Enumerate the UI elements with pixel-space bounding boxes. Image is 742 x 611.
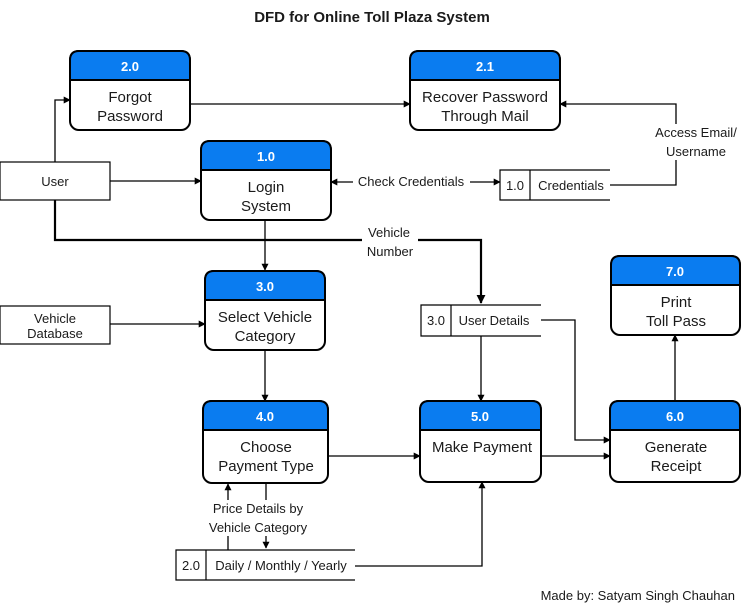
entity-vehicle-db-line1: Vehicle (34, 311, 76, 326)
process-1-0-line2: System (241, 198, 291, 215)
flow-user-to-forgot-password (54, 96, 71, 162)
process-2-0-number: 2.0 (121, 59, 139, 74)
label-price-details: Price Details by Vehicle Category (203, 500, 315, 536)
process-3-0-select-vehicle-category[interactable]: 3.0 Select Vehicle Category (204, 270, 326, 351)
store-credentials-name: Credentials (538, 178, 604, 193)
process-5-0-line1: Make Payment (432, 439, 533, 456)
footer-credit: Made by: Satyam Singh Chauhan (541, 588, 735, 603)
process-1-0-number: 1.0 (257, 149, 275, 164)
process-3-0-line1: Select Vehicle (218, 309, 312, 326)
process-6-0-generate-receipt[interactable]: 6.0 Generate Receipt (609, 400, 741, 483)
label-vehicle-number-line2: Number (367, 244, 414, 259)
process-4-0-line1: Choose (240, 439, 292, 456)
entity-user[interactable]: User (0, 161, 111, 201)
store-user-details[interactable]: 3.0 User Details (420, 304, 541, 337)
process-2-1-number: 2.1 (476, 59, 494, 74)
flow-plans-to-make-payment (355, 481, 486, 567)
process-6-0-line2: Receipt (651, 458, 703, 475)
label-price-details-line1: Price Details by (213, 501, 304, 516)
store-user-details-id: 3.0 (427, 313, 445, 328)
label-check-credentials-text: Check Credentials (358, 174, 465, 189)
process-2-0-line1: Forgot (108, 89, 152, 106)
store-plans-name: Daily / Monthly / Yearly (215, 558, 347, 573)
process-7-0-line1: Print (661, 294, 693, 311)
process-3-0-line2: Category (235, 328, 296, 345)
entity-vehicle-db-line2: Database (27, 326, 83, 341)
process-6-0-line1: Generate (645, 439, 708, 456)
process-1-0-line1: Login (248, 179, 285, 196)
flow-user-details-to-receipt (541, 319, 611, 444)
store-credentials[interactable]: 1.0 Credentials (499, 169, 610, 201)
label-vehicle-number: Vehicle Number (362, 224, 418, 260)
process-3-0-number: 3.0 (256, 279, 274, 294)
process-1-0-login-system[interactable]: 1.0 Login System (200, 140, 332, 221)
label-vehicle-number-line1: Vehicle (368, 225, 410, 240)
process-6-0-number: 6.0 (666, 409, 684, 424)
label-access-email: Access Email/ Username (648, 124, 742, 160)
process-4-0-choose-payment-type[interactable]: 4.0 Choose Payment Type (202, 400, 329, 484)
process-4-0-number: 4.0 (256, 409, 274, 424)
process-5-0-number: 5.0 (471, 409, 489, 424)
process-7-0-line2: Toll Pass (646, 313, 706, 330)
label-check-credentials: Check Credentials (353, 173, 470, 190)
store-plans[interactable]: 2.0 Daily / Monthly / Yearly (175, 549, 355, 581)
store-credentials-id: 1.0 (506, 178, 524, 193)
process-7-0-print-toll-pass[interactable]: 7.0 Print Toll Pass (610, 255, 741, 336)
process-5-0-make-payment[interactable]: 5.0 Make Payment (419, 400, 542, 483)
flow-vehicle-number (53, 200, 486, 304)
process-4-0-line2: Payment Type (218, 458, 314, 475)
diagram-title: DFD for Online Toll Plaza System (254, 9, 490, 26)
process-2-0-line2: Password (97, 108, 163, 125)
label-access-email-line1: Access Email/ (655, 125, 737, 140)
entity-user-label: User (41, 174, 69, 189)
process-7-0-number: 7.0 (666, 264, 684, 279)
process-2-1-line1: Recover Password (422, 89, 548, 106)
store-user-details-name: User Details (459, 313, 530, 328)
process-2-1-recover-password[interactable]: 2.1 Recover Password Through Mail (409, 50, 561, 131)
label-price-details-line2: Vehicle Category (209, 520, 308, 535)
label-access-email-line2: Username (666, 144, 726, 159)
process-2-1-line2: Through Mail (441, 108, 529, 125)
store-plans-id: 2.0 (182, 558, 200, 573)
process-2-0-forgot-password[interactable]: 2.0 Forgot Password (69, 50, 191, 131)
entity-vehicle-database[interactable]: Vehicle Database (0, 305, 111, 345)
